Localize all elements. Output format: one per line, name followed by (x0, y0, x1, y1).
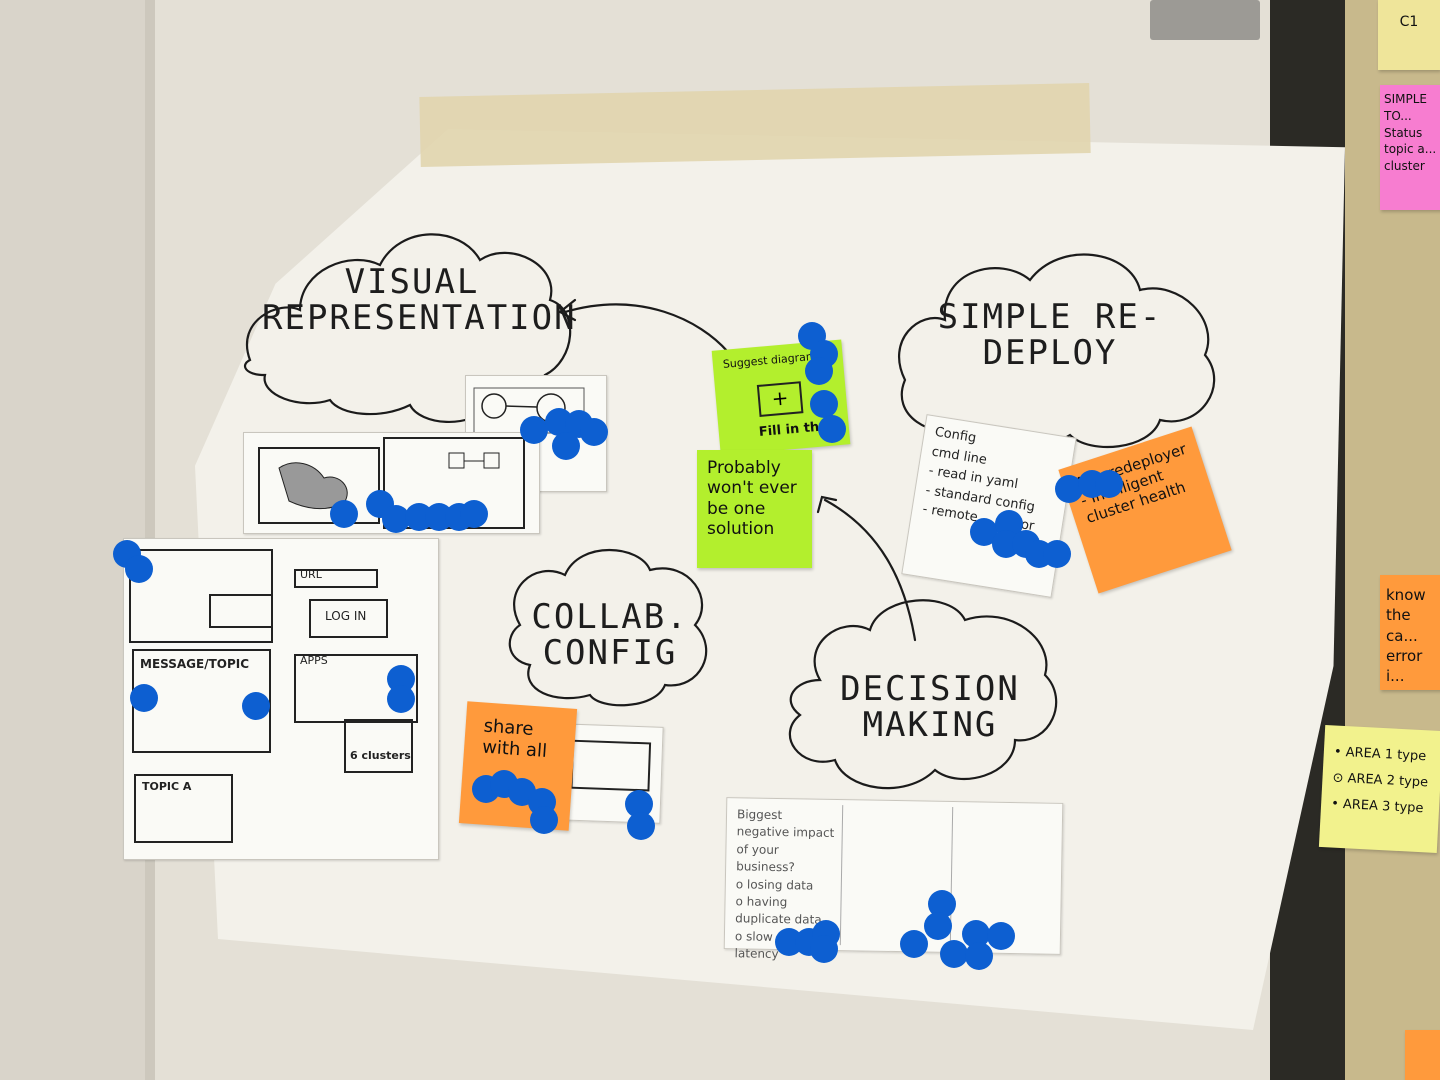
wall-plate (1150, 0, 1260, 40)
arrow-line (823, 498, 917, 642)
topic-a-panel: TOPIC A (134, 774, 233, 843)
cloud-outline (508, 548, 708, 707)
right-pink-line: Status (1384, 125, 1423, 140)
right-top-note: C1 (1378, 0, 1440, 70)
vote-dot (627, 812, 655, 840)
vote-dot (940, 940, 968, 968)
sketch-sheet-large: URL LOG IN MESSAGE/TOPIC APPS 6 clusters… (123, 538, 439, 860)
vote-dot (387, 685, 415, 713)
right-pink-note: SIMPLE TO... Status topic a... cluster (1380, 85, 1440, 210)
right-pink-line: topic a... (1384, 142, 1437, 157)
right-bottom-note (1405, 1030, 1440, 1080)
vote-dot (552, 432, 580, 460)
login-box: LOG IN (309, 599, 388, 638)
sketch-field: URL (294, 568, 378, 588)
sketch-map-icon (258, 437, 525, 529)
vote-dot (810, 935, 838, 963)
right-orange-note: know the ca... error i... (1380, 575, 1440, 690)
decision-line: Biggest negative impact of your business… (736, 807, 835, 875)
sheet-divider (839, 805, 844, 946)
decision-line: o losing data (735, 876, 814, 893)
sketch-panel (570, 739, 652, 792)
sticky-probably: Probably won't ever be one solution (697, 450, 812, 568)
probably-text: Probably won't ever be one solution (707, 458, 797, 540)
vote-dot (242, 692, 270, 720)
vote-dot (520, 416, 548, 444)
clusters-box: 6 clusters (344, 719, 413, 773)
vote-dot (965, 942, 993, 970)
vote-dot (900, 930, 928, 958)
clusters-label: 6 clusters (350, 749, 411, 762)
vote-dot (460, 500, 488, 528)
vote-dot (580, 418, 608, 446)
cloud-label-visual: VISUAL REPRESENTATION (262, 262, 577, 338)
config-sheet: Config cmd line - read in yaml - standar… (901, 414, 1077, 598)
vote-dot (1095, 470, 1123, 498)
plus-box-icon: + (756, 381, 804, 417)
apps-label: APPS (300, 654, 328, 667)
sketch-sheet-map (243, 432, 540, 534)
cloud-label-redeploy: SIMPLE RE-DEPLOY (937, 297, 1163, 373)
right-corner-label: C1 (1399, 14, 1419, 30)
vote-dot (987, 922, 1015, 950)
share-text: share with all (481, 715, 548, 762)
vote-dot (810, 390, 838, 418)
vote-dot (125, 555, 153, 583)
cloud-label-decision: DECISION MAKING (840, 669, 1020, 745)
right-orange-line: know (1386, 586, 1426, 604)
right-orange-line: error i... (1386, 646, 1423, 685)
message-topic-label: MESSAGE/TOPIC (140, 657, 250, 671)
login-label: LOG IN (325, 609, 367, 623)
right-orange-line: the ca... (1386, 606, 1418, 645)
cloud-outline (243, 233, 572, 424)
sticky-share: share with all (458, 701, 578, 831)
vote-dot (130, 684, 158, 712)
cloud-outline (788, 599, 1058, 790)
topic-a-label: TOPIC A (142, 780, 192, 793)
sketch-panel (209, 594, 273, 628)
right-pink-line: cluster (1384, 159, 1425, 174)
vote-dot (530, 806, 558, 834)
vote-dot (330, 500, 358, 528)
vote-dot (924, 912, 952, 940)
arrow-head (816, 495, 838, 514)
cloud-label-collab: COLLAB. CONFIG (531, 597, 689, 673)
arrow-line (563, 303, 730, 354)
vote-dot (805, 357, 833, 385)
apps-panel: APPS (294, 654, 418, 723)
url-label: URL (300, 568, 322, 581)
vote-dot (1043, 540, 1071, 568)
arrow-head (558, 298, 577, 322)
vote-dot (818, 415, 846, 443)
right-pink-line: SIMPLE TO... (1384, 92, 1428, 123)
